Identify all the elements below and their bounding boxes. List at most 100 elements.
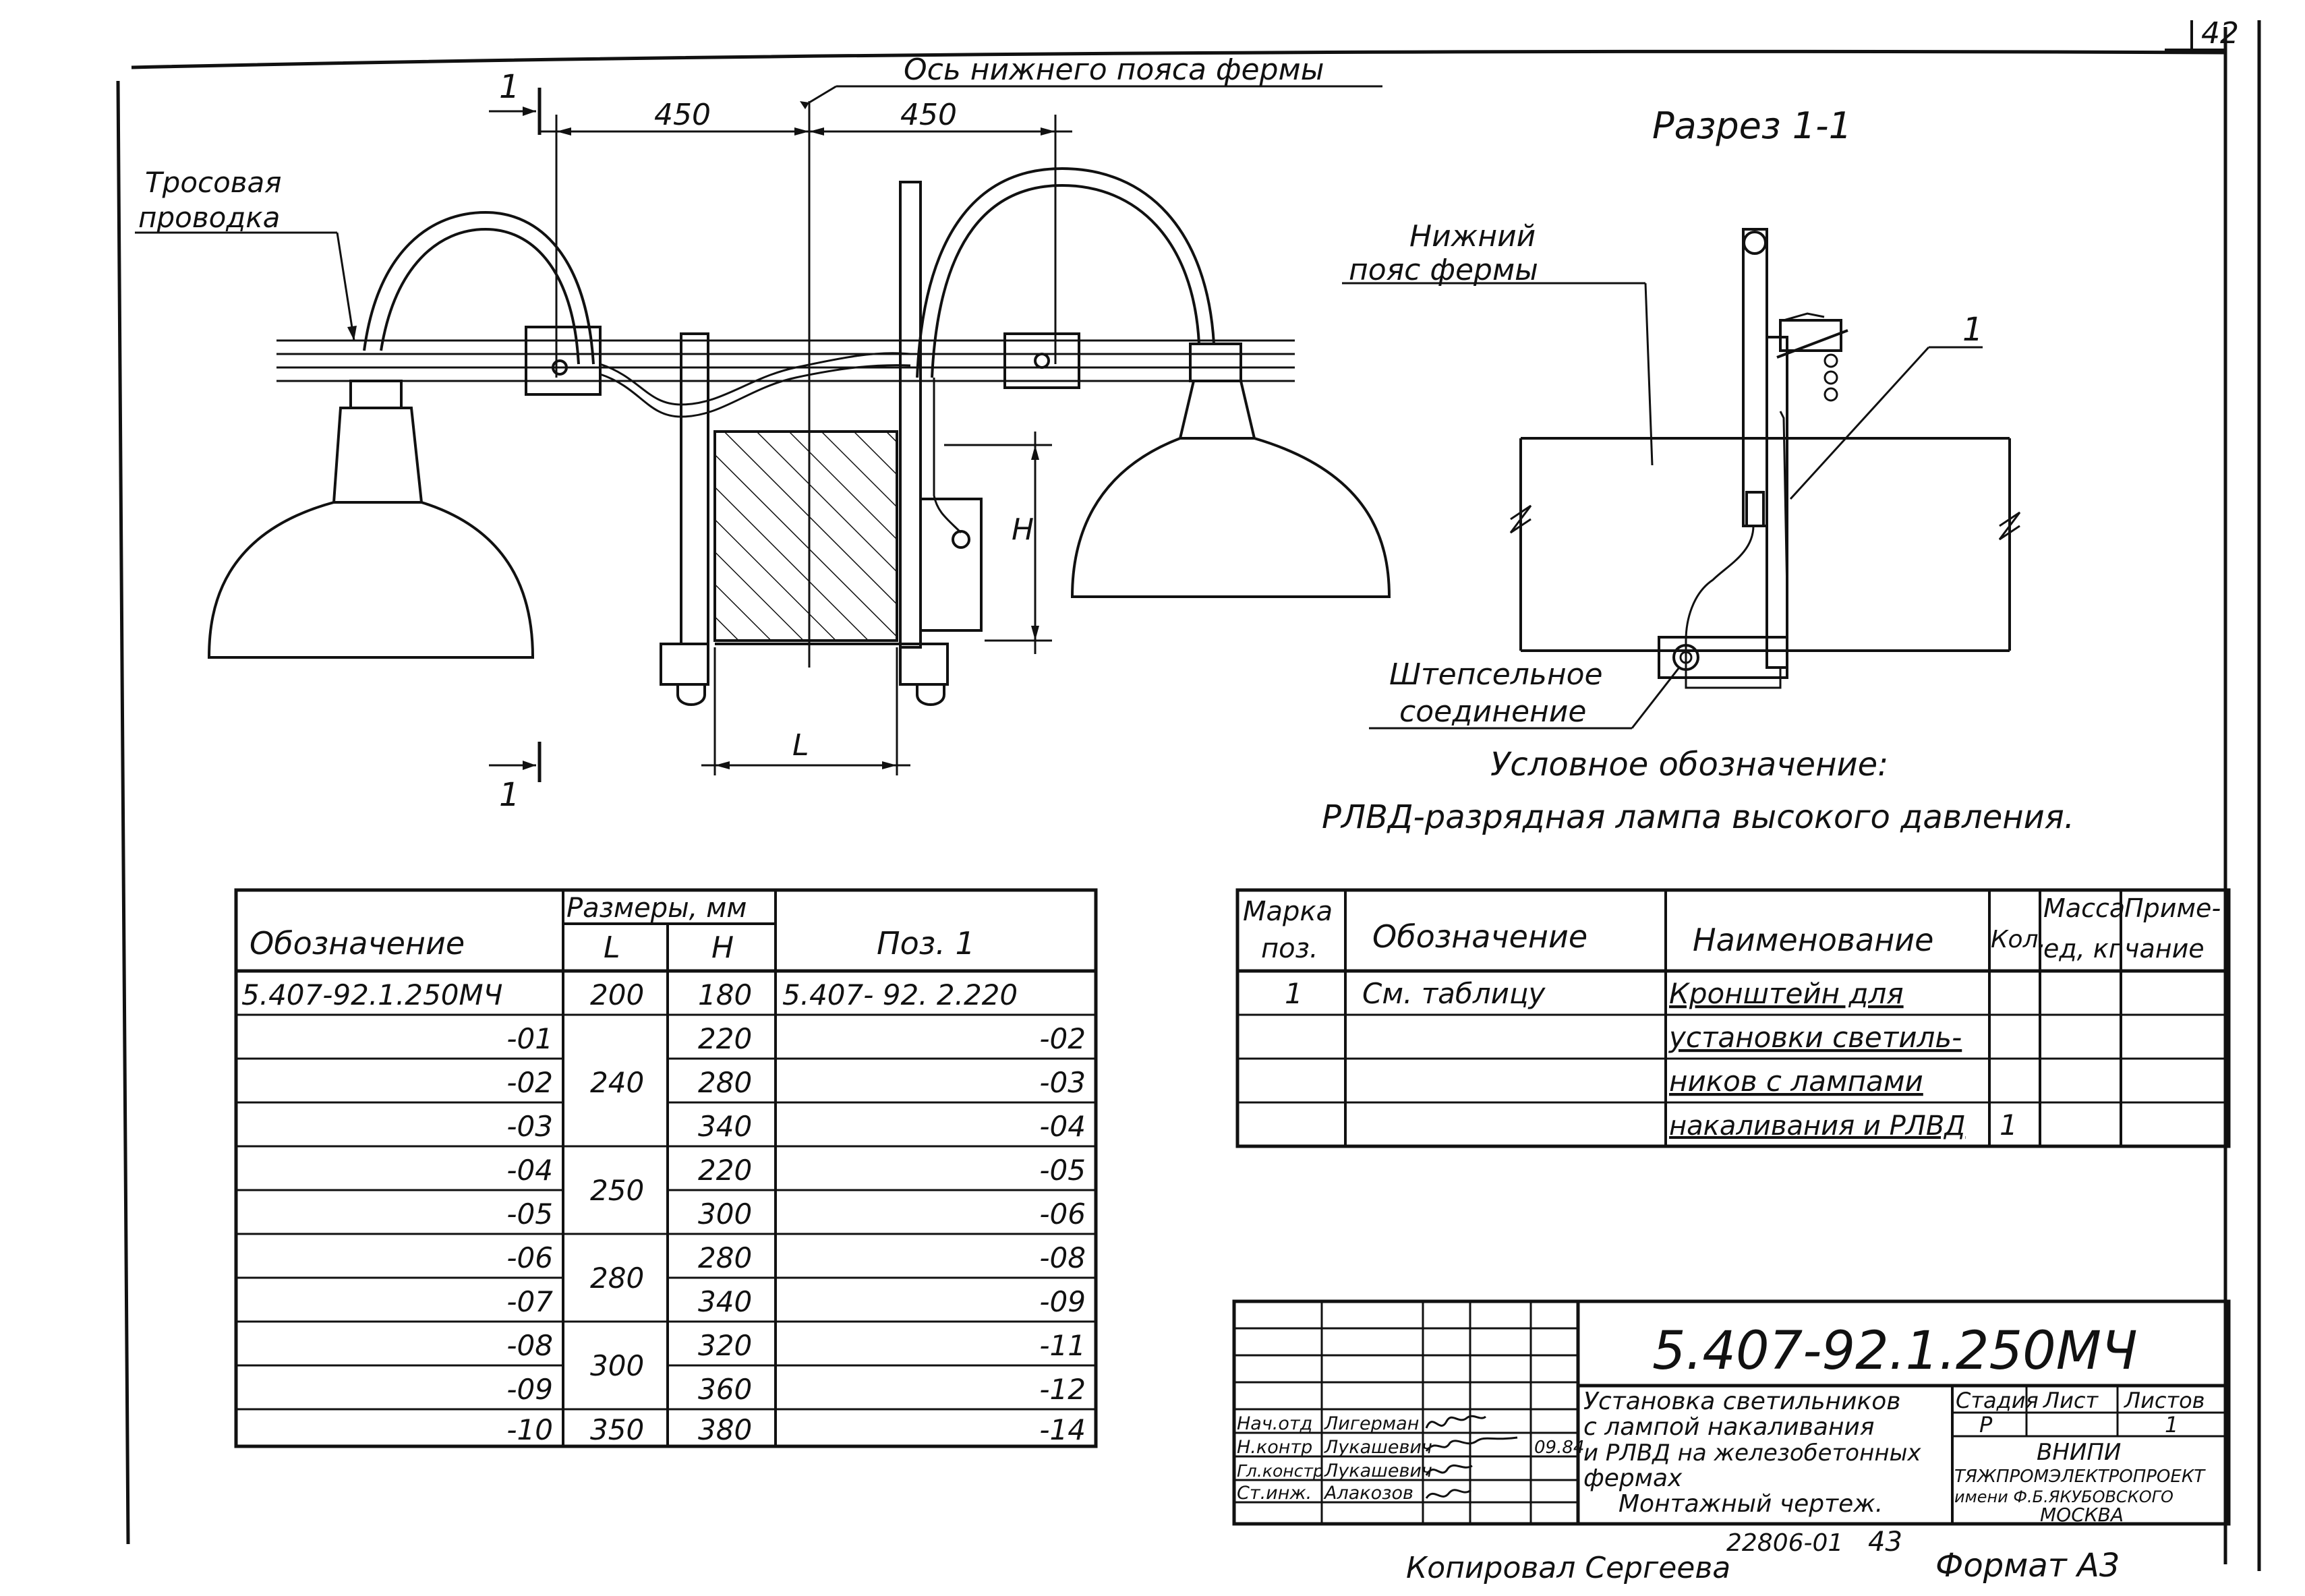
row-designation: -02 [506,1066,553,1099]
notation-text: РЛВД-разрядная лампа высокого давления. [1322,798,2074,836]
row-h: 340 [698,1285,752,1318]
row-h: 360 [698,1373,752,1406]
signer-name: Лукашевич [1324,1437,1432,1458]
cable-label-line1: Тросовая [145,166,282,199]
row-h: 220 [698,1154,752,1187]
signer-name: Алакозов [1323,1483,1413,1504]
signer-name: Лигерман [1324,1413,1419,1434]
dim-col-designation: Обозначение [250,925,465,962]
row-designation: -10 [506,1413,553,1446]
dim-col-l: L [604,930,620,965]
dim-h-label: H [1012,512,1034,547]
spec-row-name: Кронштейн для [1669,977,1904,1010]
chord-label-line2: пояс фермы [1349,253,1538,287]
row-designation: -07 [506,1285,553,1318]
spec-row-mark: 1 [1285,977,1303,1010]
axis-label: Ось нижнего пояса фермы [904,53,1324,87]
row-designation: -09 [506,1373,553,1406]
org-line: имени Ф.Б.ЯКУБОВСКОГО [1954,1487,2173,1506]
dimension-table: Обозначение Размеры, мм L H Поз. 1 5.407… [234,888,1098,1448]
l-group-value: 240 [590,1066,644,1099]
org-line: МОСКВА [2040,1504,2124,1526]
spec-row-qty: 1 [2000,1109,2018,1142]
table-row: -08 320 -11 [506,1329,1086,1362]
row-pos: -09 [1039,1285,1086,1318]
dim-left-450: 450 [654,98,711,132]
signer-role: Нач.отд [1237,1413,1312,1434]
dim-l-label: L [792,728,809,763]
row-pos: -03 [1039,1066,1086,1099]
title-block: 5.407-92.1.250МЧ Установка светильников … [1232,1299,2231,1526]
l-group-value: 280 [590,1262,644,1295]
signer-role: Н.контр [1237,1437,1312,1458]
plug-label-line2: соединение [1399,694,1586,729]
spec-col-mark-line2: поз. [1261,933,1318,964]
row-designation: -04 [506,1154,553,1187]
table-row: -07 340 -09 [506,1285,1086,1318]
sheet-frame: 42 [116,16,2261,1571]
row-pos: -11 [1039,1329,1086,1362]
doc-code: 5.407-92.1.250МЧ [1652,1321,2138,1382]
chord-label-line1: Нижний [1409,219,1536,254]
title-line: Установка светильников [1583,1388,1900,1415]
inventory-number: 22806-01 [1726,1529,1843,1557]
dim-col-h: H [711,930,734,965]
footer: Копировал Сергеева 22806-01 43 Формат А3 [1406,1527,2120,1585]
section-1-1: Разрез 1-1 Нижний пояс фермы 1 [1342,105,2021,730]
signer-role: Гл.констр [1237,1461,1324,1481]
table-row: 5.407-92.1.250МЧ 180 5.407- 92. 2.220 [241,978,1018,1011]
spec-row-designation: См. таблицу [1362,977,1546,1010]
row-h: 300 [698,1198,752,1231]
copied-by: Копировал Сергеева [1406,1551,1730,1585]
row-pos: -14 [1039,1413,1086,1446]
org-line: ТЯЖПРОМЭЛЕКТРОПРОЕКТ [1954,1467,2206,1487]
signer-name: Лукашевич [1324,1460,1432,1481]
row-designation: 5.407-92.1.250МЧ [241,978,502,1011]
spec-col-note-line2: чание [2124,934,2205,964]
notation-heading: Условное обозначение: [1490,746,1888,784]
page-number: 42 [2201,16,2239,51]
row-pos: 5.407- 92. 2.220 [782,978,1018,1011]
elevation-drawing: Ось нижнего пояса фермы 450 450 1 1 Трос… [135,53,1391,814]
section-title: Разрез 1-1 [1652,105,1852,147]
row-h: 220 [698,1022,752,1055]
title-line: фермах [1583,1465,1683,1492]
spec-col-qty: Кол. [1991,926,2046,953]
title-line: Монтажный чертеж. [1618,1490,1883,1518]
row-pos: -02 [1039,1022,1086,1055]
spec-row-name: ников с лампами [1669,1065,1923,1098]
sheet-label: Лист [2043,1388,2099,1413]
sheet-format: Формат А3 [1935,1547,2120,1585]
sheets-value: 1 [2165,1412,2178,1438]
row-designation: -08 [506,1329,553,1362]
dim-col-pos: Поз. 1 [877,925,975,962]
pos-callout: 1 [1962,311,1983,349]
row-designation: -06 [506,1241,553,1274]
plug-label-line1: Штепсельное [1389,657,1603,692]
table-row: -04 220 -05 [506,1154,1086,1187]
row-designation: -05 [506,1198,553,1231]
cable-label-line2: проводка [138,201,280,234]
spec-row-name: накаливания и РЛВД [1669,1111,1966,1142]
page-ref: 43 [1868,1527,1902,1558]
row-h: 320 [698,1329,752,1362]
sign-date: 09.84 [1534,1438,1584,1458]
row-h: 180 [698,978,752,1011]
row-pos: -05 [1039,1154,1086,1187]
spec-col-mass-line1: Масса [2043,893,2125,923]
spec-col-mass-line2: ед, кг [2043,934,2123,964]
spec-col-note-line1: Приме- [2124,893,2221,923]
spec-table: Марка поз. Обозначение Наименование Кол.… [1235,888,2231,1148]
l-group-value: 250 [590,1174,644,1207]
title-line: и РЛВД на железобетонных [1583,1440,1921,1467]
dim-col-sizes: Размеры, мм [566,893,747,924]
spec-row-name: установки светиль- [1668,1021,1962,1054]
spec-col-designation: Обозначение [1372,918,1587,955]
dim-right-450: 450 [900,98,957,132]
row-pos: -12 [1039,1373,1086,1406]
